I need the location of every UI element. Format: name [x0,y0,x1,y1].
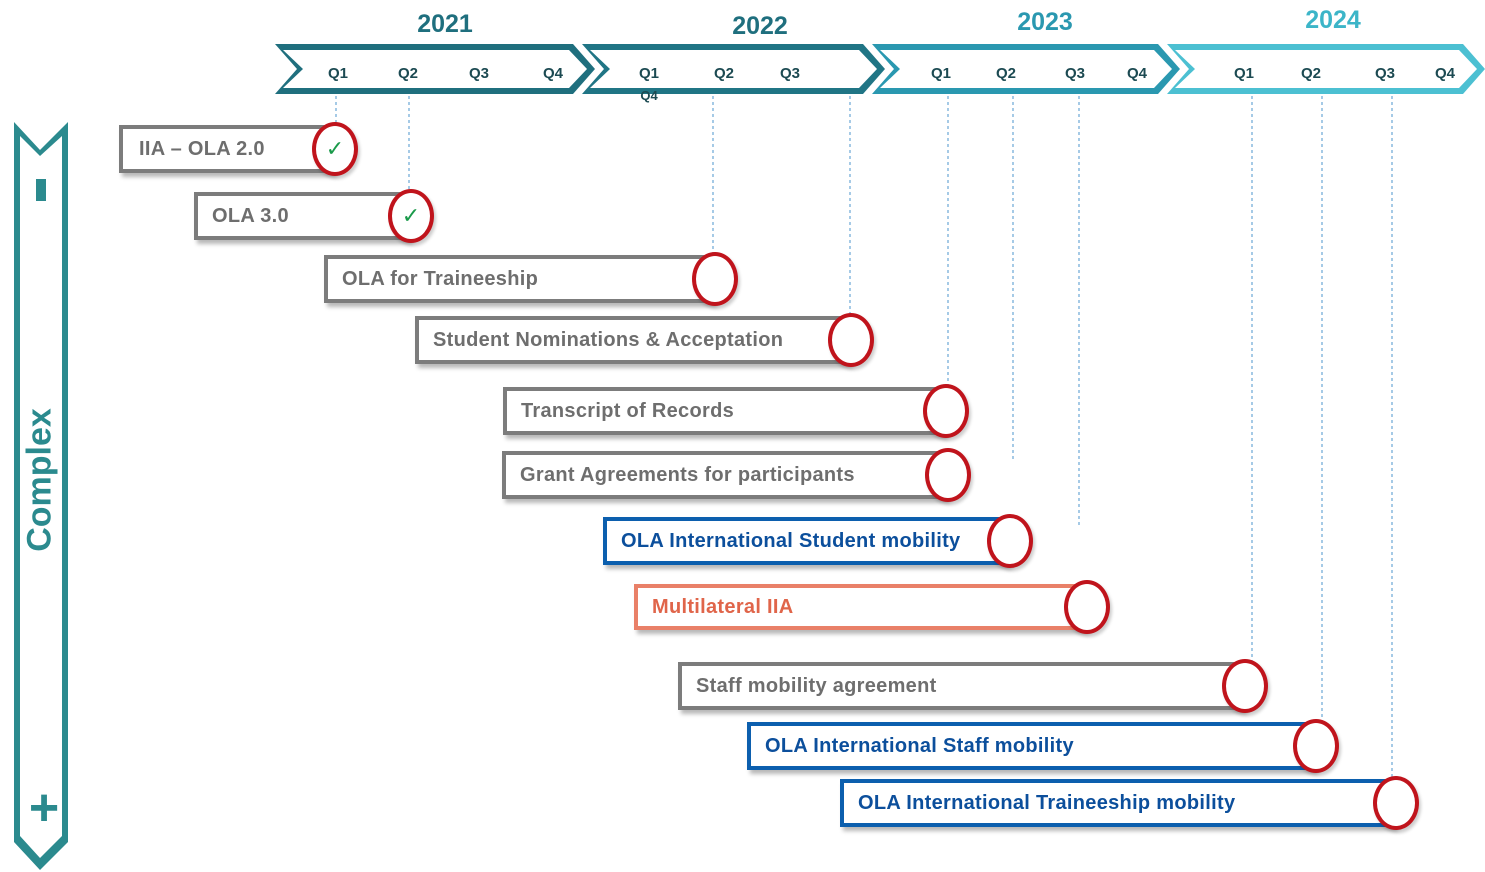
milestone-label: Grant Agreements for participants [520,463,855,486]
year-chevron-inner-1 [283,50,587,88]
year-label-2023: 2023 [1017,8,1073,36]
milestone-pending-marker [692,252,738,306]
milestone-bar: OLA International Traineeship mobility [840,779,1395,827]
year-label-2024: 2024 [1305,6,1361,34]
milestone-bar: IIA – OLA 2.0 [119,125,334,173]
quarter-label-2021-q3: Q3 [468,65,490,82]
complexity-label: Complex [20,408,59,552]
quarter-label-2023-q4: Q4 [1126,65,1148,82]
milestone-bar: OLA International Student mobility [603,517,1009,565]
quarter-label-2021-q4: Q4 [542,65,564,82]
milestone-pending-marker [1293,719,1339,773]
quarter-label-2024-q3: Q3 [1374,65,1396,82]
quarter-label-2024-q2: Q2 [1300,65,1322,82]
year-chevron-inner-3 [880,50,1172,88]
milestone-done-marker: ✓ [312,122,358,176]
milestone-bar: Staff mobility agreement [678,662,1244,710]
milestone-pending-marker [987,514,1033,568]
quarter-label-2021-q1: Q1 [327,65,349,82]
milestone-label: OLA 3.0 [212,204,289,227]
milestone-bar: Student Nominations & Acceptation [415,316,850,364]
milestone-label: Transcript of Records [521,399,735,422]
year-label-2021: 2021 [417,10,473,38]
checkmark-icon: ✓ [401,203,421,229]
milestone-bar: Multilateral IIA [634,584,1086,630]
milestone-bar: Grant Agreements for participants [502,451,947,499]
milestone-label: Staff mobility agreement [696,674,937,697]
milestone-label: OLA for Traineeship [342,267,539,290]
quarter-label-2023-q2: Q2 [995,65,1017,82]
milestone-pending-marker [1064,580,1110,634]
quarter-label-2022-q3: Q3 [779,65,801,82]
quarter-label-2024-q1: Q1 [1233,65,1255,82]
milestone-label: IIA – OLA 2.0 [139,137,265,160]
milestone-pending-marker [925,448,971,502]
milestone-label: OLA International Staff mobility [765,734,1074,757]
milestone-label: Multilateral IIA [652,595,794,618]
quarter-label-2023-q3: Q3 [1064,65,1086,82]
checkmark-icon: ✓ [325,136,345,162]
milestone-pending-marker [1373,776,1419,830]
milestone-done-marker: ✓ [388,189,434,243]
milestone-bar: OLA International Staff mobility [747,722,1315,770]
year-chevron-inner-4 [1175,50,1477,88]
milestone-label: Student Nominations & Acceptation [433,328,784,351]
milestone-bar: OLA for Traineeship [324,255,714,303]
year-chevron-inner-2 [590,50,877,88]
quarter-label-2022-q4: Q4 [640,88,658,103]
milestone-pending-marker [1222,659,1268,713]
quarter-label-2023-q1: Q1 [930,65,952,82]
quarter-label-2022-q2: Q2 [713,65,735,82]
milestone-label: OLA International Traineeship mobility [858,791,1236,814]
milestone-bar: OLA 3.0 [194,192,410,240]
quarter-label-2024-q4: Q4 [1434,65,1456,82]
complexity-arrow-inner [20,136,62,858]
year-label-2022: 2022 [732,12,788,40]
milestone-bar: Transcript of Records [503,387,945,435]
complexity-minus-sign [36,179,46,201]
milestone-pending-marker [923,384,969,438]
milestone-pending-marker [828,313,874,367]
quarter-label-2021-q2: Q2 [397,65,419,82]
complexity-plus-sign: + [28,779,60,837]
quarter-label-2022-q1: Q1 [638,65,660,82]
milestone-label: OLA International Student mobility [621,529,961,552]
